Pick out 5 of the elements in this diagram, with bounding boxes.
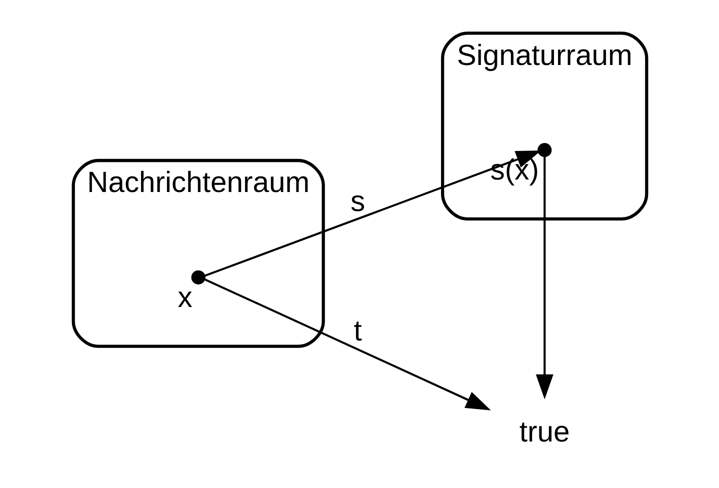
node-label: s(x) [490, 154, 538, 186]
node-label: x [177, 282, 192, 314]
node-text: true [518, 416, 570, 449]
edge-label: s [350, 186, 365, 218]
edge-label: t [353, 315, 362, 348]
